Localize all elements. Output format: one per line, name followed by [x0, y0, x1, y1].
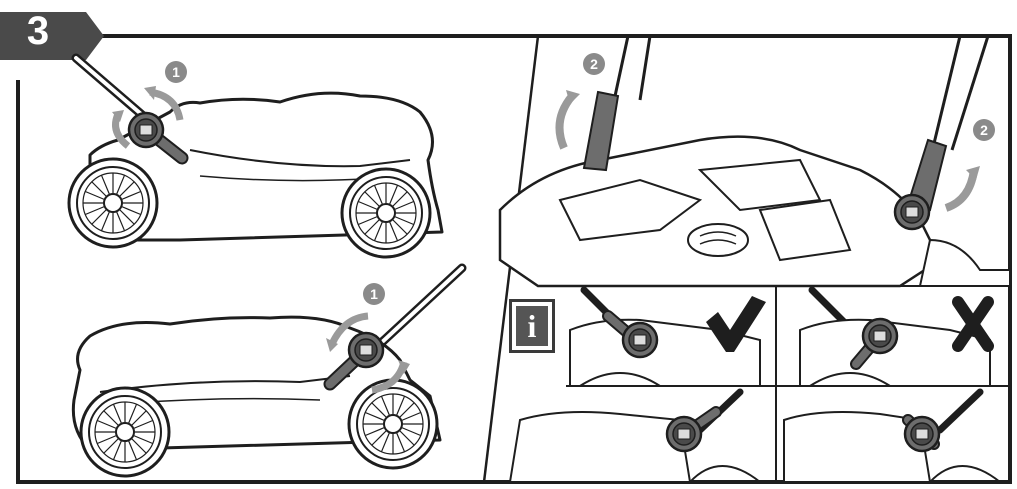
- info-letter: i: [516, 306, 548, 346]
- handle-closeup: [500, 36, 1010, 286]
- callout-2-left: 2: [583, 53, 605, 75]
- info-icon: i: [509, 299, 555, 353]
- step-badge: 3: [0, 0, 104, 62]
- detail-incorrect-bottom: [784, 392, 1000, 482]
- detail-correct-bottom: [510, 392, 760, 482]
- mower-top-left: [69, 58, 442, 257]
- svg-text:2: 2: [980, 122, 988, 138]
- callout-1-bottom: 1: [363, 283, 385, 305]
- callout-2-right: 2: [973, 119, 995, 141]
- mower-bottom-left: [73, 268, 462, 476]
- step-number: 3: [14, 8, 62, 54]
- callout-1-top: 1: [165, 61, 187, 83]
- svg-text:2: 2: [590, 56, 598, 72]
- svg-text:1: 1: [172, 64, 180, 80]
- svg-text:1: 1: [370, 286, 378, 302]
